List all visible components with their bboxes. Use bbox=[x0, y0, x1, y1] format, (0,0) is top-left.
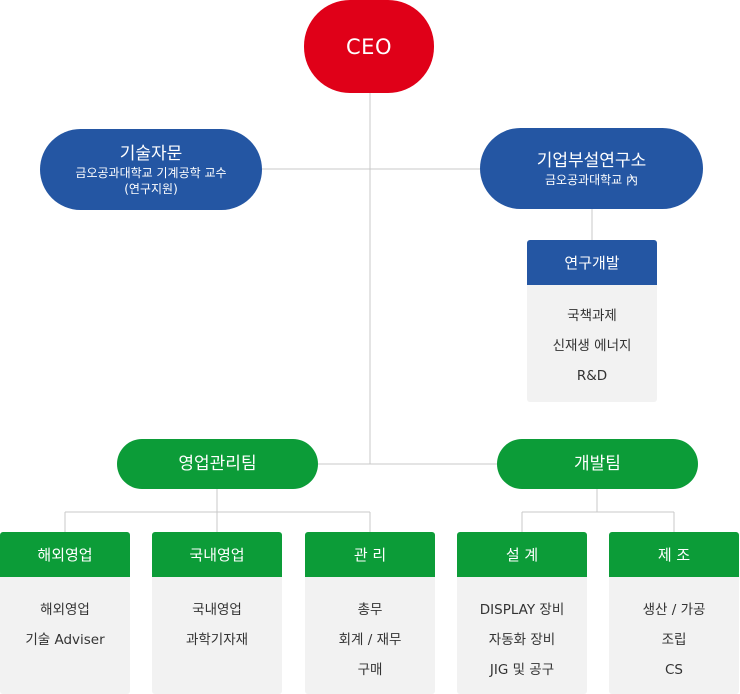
dept-item: 해외영업 bbox=[40, 602, 90, 618]
dept-body: 해외영업 기술 Adviser bbox=[0, 577, 130, 694]
dept-item: 국내영업 bbox=[192, 602, 242, 618]
dept-header: 설 계 bbox=[457, 532, 587, 577]
dept-item: 조립 bbox=[661, 632, 687, 648]
dept-header: 제 조 bbox=[609, 532, 739, 577]
sales-team-node: 영업관리팀 bbox=[117, 439, 318, 489]
advisory-note: (연구지원) bbox=[124, 181, 178, 196]
dept-header: 관 리 bbox=[305, 532, 435, 577]
rnd-header: 연구개발 bbox=[527, 240, 657, 285]
dev-team-node: 개발팀 bbox=[497, 439, 698, 489]
dept-header: 국내영업 bbox=[152, 532, 282, 577]
ceo-node: CEO bbox=[304, 0, 434, 93]
dept-item: 구매 bbox=[357, 662, 383, 678]
dept-item: 총무 bbox=[357, 602, 383, 618]
dept-item: CS bbox=[665, 662, 683, 678]
dept-item: 기술 Adviser bbox=[25, 632, 105, 648]
dept-body: 국내영업 과학기자재 bbox=[152, 577, 282, 694]
dept-item: 자동화 장비 bbox=[488, 632, 556, 648]
advisory-subtitle: 금오공과대학교 기계공학 교수 bbox=[75, 165, 227, 180]
dept-body: 총무 회계 / 재무 구매 bbox=[305, 577, 435, 694]
rnd-item: 신재생 에너지 bbox=[552, 338, 632, 354]
dept-item: DISPLAY 장비 bbox=[479, 602, 565, 618]
dept-manufacturing: 제 조 생산 / 가공 조립 CS bbox=[609, 532, 739, 694]
rnd-item: R&D bbox=[576, 368, 608, 384]
advisory-title: 기술자문 bbox=[119, 143, 183, 164]
rnd-item: 국책과제 bbox=[567, 308, 617, 324]
dept-management: 관 리 총무 회계 / 재무 구매 bbox=[305, 532, 435, 694]
rnd-body: 국책과제 신재생 에너지 R&D bbox=[527, 285, 657, 402]
dept-body: 생산 / 가공 조립 CS bbox=[609, 577, 739, 694]
sales-team-label: 영업관리팀 bbox=[178, 454, 257, 474]
advisory-node: 기술자문 금오공과대학교 기계공학 교수 (연구지원) bbox=[40, 129, 262, 210]
dept-item: 과학기자재 bbox=[185, 632, 249, 648]
lab-subtitle: 금오공과대학교 內 bbox=[544, 172, 639, 187]
dept-item: 회계 / 재무 bbox=[338, 632, 402, 648]
dept-header: 해외영업 bbox=[0, 532, 130, 577]
dept-domestic-sales: 국내영업 국내영업 과학기자재 bbox=[152, 532, 282, 694]
dept-item: 생산 / 가공 bbox=[642, 602, 706, 618]
rnd-box: 연구개발 국책과제 신재생 에너지 R&D bbox=[527, 240, 657, 402]
dept-item: JIG 및 공구 bbox=[489, 662, 555, 678]
lab-title: 기업부설연구소 bbox=[536, 150, 647, 171]
dept-overseas-sales: 해외영업 해외영업 기술 Adviser bbox=[0, 532, 130, 694]
research-lab-node: 기업부설연구소 금오공과대학교 內 bbox=[480, 128, 703, 209]
ceo-label: CEO bbox=[346, 34, 392, 59]
dept-design: 설 계 DISPLAY 장비 자동화 장비 JIG 및 공구 bbox=[457, 532, 587, 694]
dept-body: DISPLAY 장비 자동화 장비 JIG 및 공구 bbox=[457, 577, 587, 694]
dev-team-label: 개발팀 bbox=[574, 454, 621, 474]
